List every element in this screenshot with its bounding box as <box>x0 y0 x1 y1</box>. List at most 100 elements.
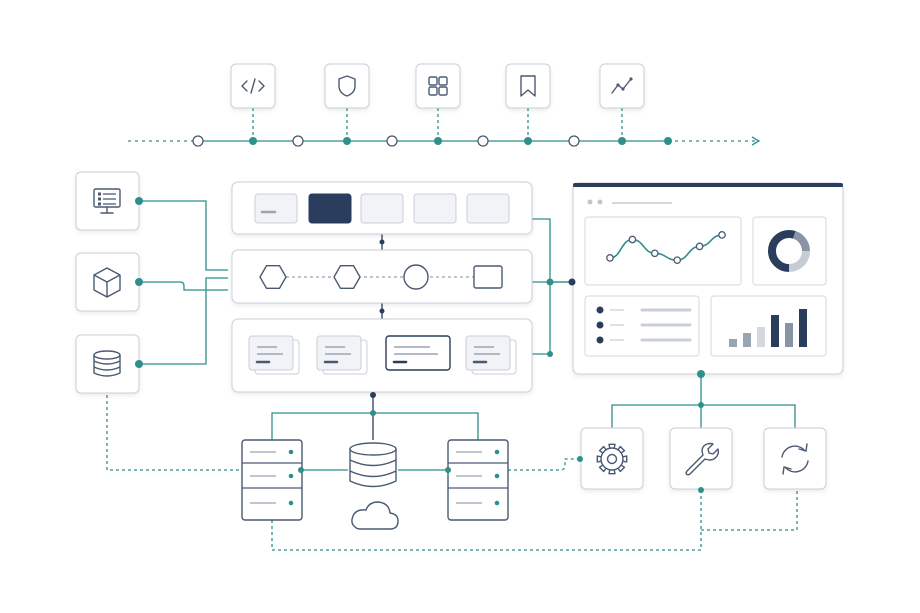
line-point <box>650 249 659 258</box>
card <box>465 335 517 375</box>
top-icon-box <box>505 63 551 109</box>
square-shape <box>473 265 503 289</box>
code-icon <box>241 78 265 94</box>
list-items <box>596 306 692 344</box>
line-point <box>718 231 726 239</box>
hexagon-shape <box>259 265 287 289</box>
line-chart <box>606 231 726 265</box>
shapes-row <box>259 264 503 290</box>
joint-dot <box>370 392 376 398</box>
line-point <box>695 242 704 251</box>
trend-icon <box>611 77 633 94</box>
joint-dot <box>135 278 143 286</box>
dashboard-monitor-icon <box>93 188 121 214</box>
infrastructure-row <box>241 439 509 530</box>
bottom-loop-2 <box>701 490 798 531</box>
gear-icon <box>596 443 628 475</box>
toolbar-tile-selected <box>308 193 352 224</box>
top-icon-row <box>230 63 645 109</box>
bar-chart-panel <box>710 295 827 357</box>
line-point <box>628 235 637 244</box>
toolbar-tile <box>360 193 404 224</box>
arrow-right-icon <box>751 136 761 146</box>
bookmark-icon <box>520 75 536 97</box>
source-link-1 <box>140 200 228 271</box>
bar <box>771 315 779 347</box>
circle-shape <box>403 264 429 290</box>
joint-dot <box>135 197 143 205</box>
source-to-infra <box>106 395 242 471</box>
list-bullet <box>596 306 604 314</box>
window-dot <box>597 199 603 205</box>
wrench-icon <box>685 442 720 476</box>
bar <box>743 333 751 347</box>
joint-dot <box>577 456 583 462</box>
bar <box>799 309 807 347</box>
toolbar-tiles <box>254 193 510 224</box>
refresh-icon <box>781 443 809 475</box>
top-icon-box <box>324 63 370 109</box>
database-stack-icon <box>349 442 397 488</box>
source-box <box>75 334 140 394</box>
database-icon <box>93 350 121 377</box>
pipeline-node-hollow <box>477 135 489 147</box>
joint-dot <box>546 278 554 286</box>
window-dot <box>587 199 593 205</box>
server-rack-icon <box>241 439 303 521</box>
bar <box>757 327 765 347</box>
line-chart-panel <box>584 216 742 286</box>
pipeline-node-hollow <box>192 135 204 147</box>
pipeline-node-hollow <box>292 135 304 147</box>
joint-dot <box>135 360 143 368</box>
bar <box>729 339 737 347</box>
top-icon-box <box>415 63 461 109</box>
cloud-icon <box>351 501 399 530</box>
top-icon-box <box>599 63 645 109</box>
grid-icon <box>428 76 448 96</box>
layer-link-1 <box>532 218 572 283</box>
tool-box <box>580 427 644 490</box>
icon-drop-lines <box>252 108 623 141</box>
layer-link-3 <box>532 282 551 355</box>
cards-row <box>248 335 517 375</box>
pipeline-node-hollow <box>386 135 398 147</box>
line-point <box>606 254 614 262</box>
tools-branch <box>611 404 796 428</box>
source-link-2 <box>140 281 228 291</box>
card <box>248 335 300 375</box>
card <box>316 335 368 375</box>
toolbar-tile <box>466 193 510 224</box>
bottom-loop <box>271 490 702 551</box>
layer-stack <box>231 181 533 393</box>
joint-dot <box>698 402 704 408</box>
joint-dot <box>379 239 385 245</box>
pipeline-node-active <box>434 137 442 145</box>
server-rack-icon <box>447 439 509 521</box>
joint-dots <box>135 197 705 493</box>
joint-dot <box>298 467 304 473</box>
pipeline-nodes <box>192 135 672 147</box>
source-column <box>75 171 140 394</box>
dashboard-window <box>572 182 844 375</box>
tool-box <box>763 427 827 490</box>
joint-dot <box>568 278 576 286</box>
bar-chart <box>729 309 807 347</box>
tool-box <box>669 427 733 490</box>
shield-icon <box>338 75 356 97</box>
donut-chart <box>768 230 810 272</box>
source-link-3 <box>140 277 228 365</box>
joint-dot <box>698 487 704 493</box>
joint-dot <box>547 351 553 357</box>
list-bullet <box>596 336 604 344</box>
list-bullet <box>596 321 604 329</box>
pipeline-node-active <box>249 137 257 145</box>
card-active <box>385 335 451 371</box>
donut-segment <box>768 230 810 272</box>
donut-segment <box>768 230 810 272</box>
tools-row <box>580 427 827 490</box>
joint-dot <box>697 370 705 378</box>
cards-layer <box>231 318 533 393</box>
joint-dot <box>370 410 376 416</box>
pipeline-node-active <box>664 137 672 145</box>
